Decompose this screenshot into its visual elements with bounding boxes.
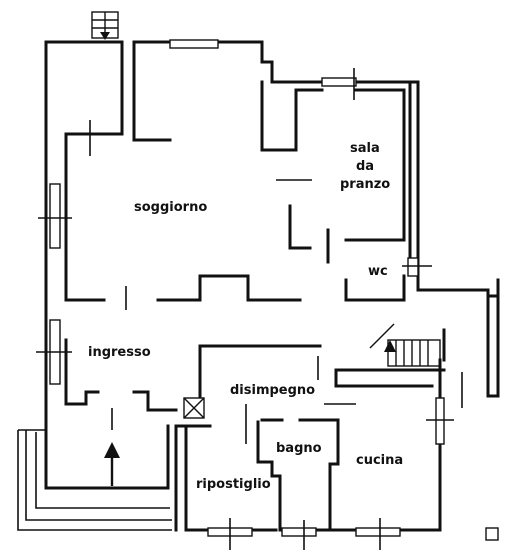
window-sala-top: [321, 77, 357, 87]
entrance-arrow-icon: [104, 442, 120, 486]
window-top: [169, 39, 219, 49]
label-ingresso: ingresso: [88, 345, 151, 360]
window-wc: [407, 257, 419, 277]
label-sala-line1: sala: [350, 141, 380, 156]
label-ripostiglio: ripostiglio: [196, 477, 271, 492]
label-soggiorno: soggiorno: [134, 200, 207, 215]
window-kitchen-bottom: [355, 527, 401, 537]
room-labels: soggiorno sala da pranzo wc ingresso dis…: [88, 141, 403, 492]
label-wc: wc: [368, 264, 388, 279]
label-sala-line3: pranzo: [340, 177, 390, 192]
label-sala-line2: da: [356, 159, 374, 174]
label-cucina: cucina: [356, 453, 403, 468]
window-bagno: [281, 527, 317, 537]
stairs-icon: [369, 323, 441, 367]
windows: [36, 39, 454, 550]
window-kitchen-side: [435, 397, 445, 445]
label-disimpegno: disimpegno: [230, 383, 315, 398]
window-left-upper: [49, 183, 61, 249]
corner-square-icon: [485, 527, 499, 541]
wall-gaps: [89, 120, 463, 408]
interior-walls: [64, 40, 446, 532]
chimney-grid-icon: [91, 11, 119, 40]
shaft-x-icon: [183, 397, 205, 419]
label-bagno: bagno: [276, 441, 322, 456]
